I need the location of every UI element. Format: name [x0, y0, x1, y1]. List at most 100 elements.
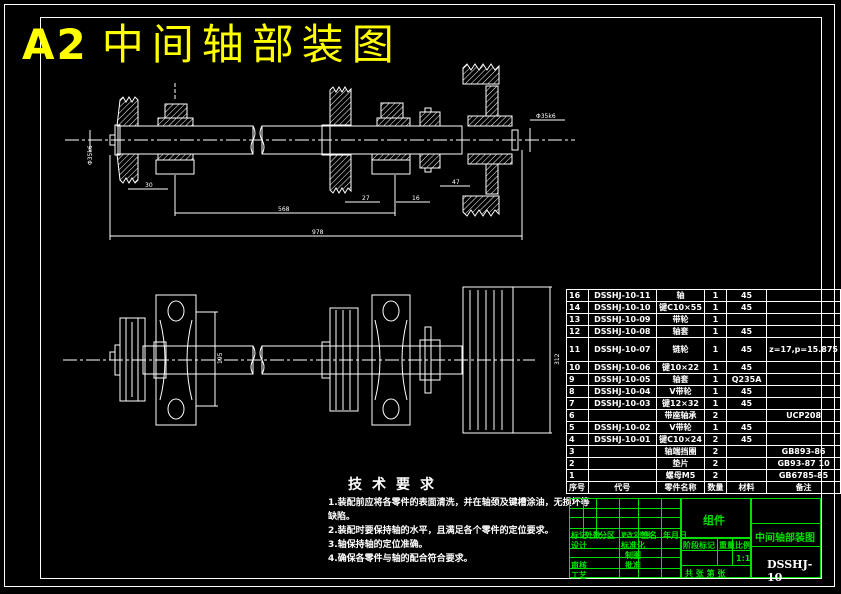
dim-label: Φ35k6	[87, 145, 94, 165]
label-process: 工艺	[571, 571, 587, 580]
bom-header-code: 代号	[587, 481, 658, 494]
bom-cell-name: 轴套	[656, 373, 705, 386]
sheet-size: A2	[22, 20, 88, 69]
label-zone: 分区	[599, 531, 615, 540]
bom-cell-note	[766, 325, 841, 338]
bom-cell-no: 8	[566, 385, 589, 398]
v-pulley-middle-top	[321, 307, 359, 412]
bom-cell-name: 键C10×24	[656, 433, 705, 446]
label-sheets: 共 张 第 张	[685, 569, 726, 578]
bom-cell-no: 16	[566, 289, 589, 302]
bom-cell-code: DSSHJ-10-05	[587, 373, 658, 386]
bom-cell-no: 10	[566, 361, 589, 374]
bom-cell-no: 7	[566, 397, 589, 410]
tech-req-item: 3.轴保持轴的定位准确。	[328, 540, 428, 550]
v-pulley-left	[109, 96, 139, 184]
grid-line	[583, 498, 597, 538]
bom-cell-no: 9	[566, 373, 589, 386]
tech-req-item: 2.装配时要保持轴的水平，且满足各个零件的定位要求。	[328, 526, 554, 536]
label-approve: 批准	[625, 561, 641, 570]
bom-cell-code: DSSHJ-10-02	[587, 421, 658, 434]
grid-line	[619, 498, 639, 578]
bom-cell-no: 4	[566, 433, 589, 446]
bom-cell-qty: 1	[703, 289, 727, 302]
bom-cell-code	[587, 445, 658, 458]
bom-cell-no: 3	[566, 445, 589, 458]
bom-cell-code: DSSHJ-10-06	[587, 361, 658, 374]
bom-cell-code: DSSHJ-10-08	[587, 325, 658, 338]
name-cell	[751, 498, 821, 578]
bom-cell-material	[725, 313, 768, 326]
bom-cell-name: 键10×22	[656, 361, 705, 374]
label-change-doc: 更改文件号	[621, 532, 652, 539]
dim-label: 30	[145, 182, 153, 189]
tech-req-heading: 技术要求	[348, 477, 444, 493]
drawing-name: 中间轴部装图	[755, 533, 815, 544]
bom-cell-name: 链轮	[656, 337, 705, 362]
label-scale: 比例	[735, 541, 751, 550]
bearing-middle	[371, 102, 411, 175]
top-view	[63, 286, 552, 434]
bom-cell-qty: 2	[703, 409, 727, 422]
dim-label: 568	[278, 206, 290, 213]
dim-label: 978	[312, 229, 324, 236]
bom-cell-name: 带轮	[656, 313, 705, 326]
bom-cell-code	[587, 469, 658, 482]
bom-cell-code: DSSHJ-10-04	[587, 385, 658, 398]
bom-header-row: 序号代号零件名称数量材料备注	[566, 481, 841, 494]
revision-grid	[569, 498, 681, 578]
bom-cell-note	[766, 397, 841, 410]
grid-line	[569, 568, 681, 578]
bom-cell-no: 11	[566, 337, 589, 362]
bom-cell-name: 螺母M5	[656, 469, 705, 482]
dim-label: 47	[452, 179, 460, 186]
bom-header-note: 备注	[766, 481, 841, 494]
bom-cell-note	[766, 373, 841, 386]
bom-cell-no: 5	[566, 421, 589, 434]
bom-cell-name: 带座轴承	[656, 409, 705, 422]
v-pulley-middle	[321, 86, 352, 194]
sprocket-top	[419, 326, 441, 394]
bom-cell-qty: 2	[703, 445, 727, 458]
bom-cell-qty: 1	[703, 325, 727, 338]
label-stage-mark: 阶段标记	[683, 541, 715, 550]
bom-cell-material: 45	[725, 337, 768, 362]
bom-cell-no: 6	[566, 409, 589, 422]
bom-cell-name: 轴套	[656, 325, 705, 338]
bom-cell-note: GB893-86	[766, 445, 841, 458]
bom-cell-material: 45	[725, 433, 768, 446]
bom-cell-material: 45	[725, 385, 768, 398]
label-signature: 签名	[641, 531, 657, 540]
bom-cell-note	[766, 289, 841, 302]
part-type-cell	[681, 498, 751, 538]
part-type: 组件	[703, 514, 725, 527]
title-block: 标记 处数 分区 更改文件号 签名 年月日 设计 标准化 制图 审核 批准 工艺…	[569, 498, 821, 584]
v-pulley-left-top	[109, 317, 146, 402]
bom-cell-name: V带轮	[656, 421, 705, 434]
bom-cell-qty: 1	[703, 337, 727, 362]
bom-header-material: 材料	[725, 481, 768, 494]
label-date: 年月日	[663, 531, 687, 540]
bom-cell-material: 45	[725, 421, 768, 434]
sprocket	[419, 107, 441, 173]
bom-cell-name: 轴端挡圈	[656, 445, 705, 458]
bom-cell-qty: 1	[703, 397, 727, 410]
bom-cell-name: 垫片	[656, 457, 705, 470]
bom-cell-qty: 1	[703, 301, 727, 314]
bearing-left-top	[153, 294, 218, 426]
bom-cell-qty: 1	[703, 385, 727, 398]
grid-line	[569, 528, 681, 538]
